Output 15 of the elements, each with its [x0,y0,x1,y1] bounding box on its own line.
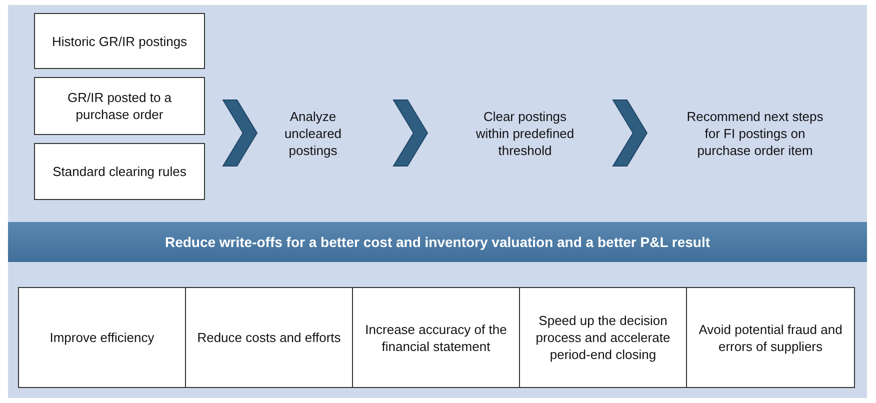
goal-banner: Reduce write-offs for a better cost and inventory valuation and a better P&L result [8,222,867,262]
chevron-arrow [612,100,648,166]
chevron-arrow [222,100,258,166]
process-step: Clear postings within predefined threshold [470,108,580,158]
benefit-box: Avoid potential fraud and errors of suppliers [686,287,855,388]
process-step: Recommend next steps for FI postings on purchase order item [680,108,830,158]
benefit-box: Increase accuracy of the financial statement [352,287,520,388]
input-box: Historic GR/IR postings [34,13,205,69]
chevron-arrow [392,100,428,166]
benefit-box: Speed up the decision process and accelerate period-end closing [519,287,687,388]
process-step: Analyze uncleared postings [275,108,351,158]
input-box: Standard clearing rules [34,143,205,200]
benefit-box: Improve efficiency [18,287,186,388]
benefit-box: Reduce costs and efforts [185,287,353,388]
input-box: GR/IR posted to a purchase order [34,77,205,135]
